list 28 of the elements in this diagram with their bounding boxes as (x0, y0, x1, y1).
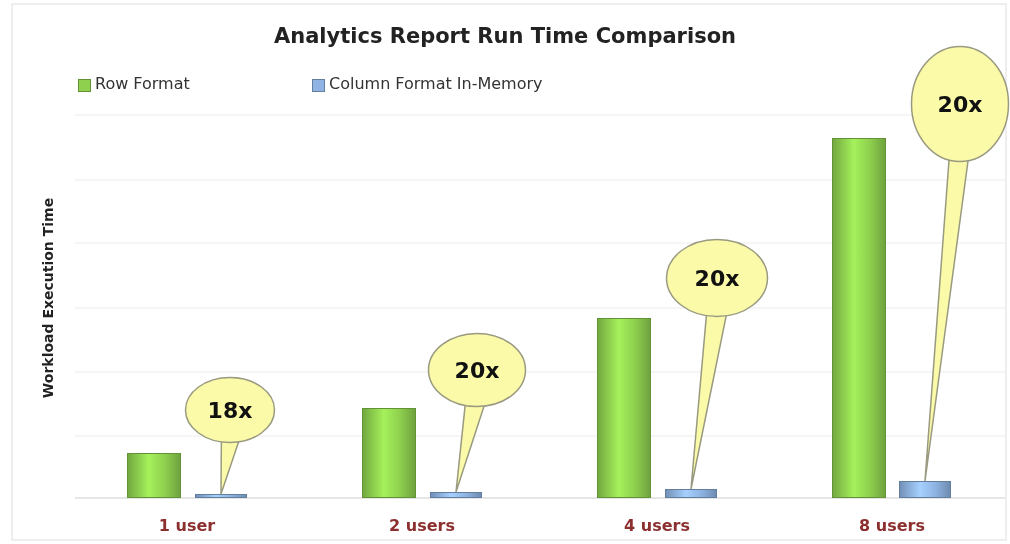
bar (899, 481, 951, 498)
bar (127, 453, 181, 498)
category-label: 4 users (623, 516, 691, 535)
callout-pointer (220, 440, 240, 495)
multiplier-label: 20x (694, 265, 740, 291)
callout-pointer (455, 404, 486, 493)
multiplier-label: 20x (937, 91, 983, 117)
bar (665, 489, 717, 498)
legend-label: Row Format (95, 74, 190, 93)
callout-bubble (910, 45, 1010, 163)
bar (597, 318, 651, 498)
bar (430, 492, 482, 498)
bar (832, 138, 886, 498)
axis-title: Workload Execution Time (40, 196, 56, 401)
bar (195, 494, 247, 498)
legend-label: Column Format In-Memory (329, 74, 543, 93)
chart-title: Analytics Report Run Time Comparison (273, 24, 737, 48)
bar (362, 408, 416, 498)
multiplier-label: 18x (207, 397, 253, 423)
callout-bubble (427, 332, 527, 408)
category-label: 2 users (388, 516, 456, 535)
multiplier-label: 20x (454, 357, 500, 383)
callout-pointer (690, 314, 728, 490)
category-label: 1 user (157, 516, 217, 535)
callout-bubble (665, 238, 769, 318)
callout-pointer (924, 158, 969, 482)
callout-bubble (184, 376, 276, 444)
category-label: 8 users (858, 516, 926, 535)
